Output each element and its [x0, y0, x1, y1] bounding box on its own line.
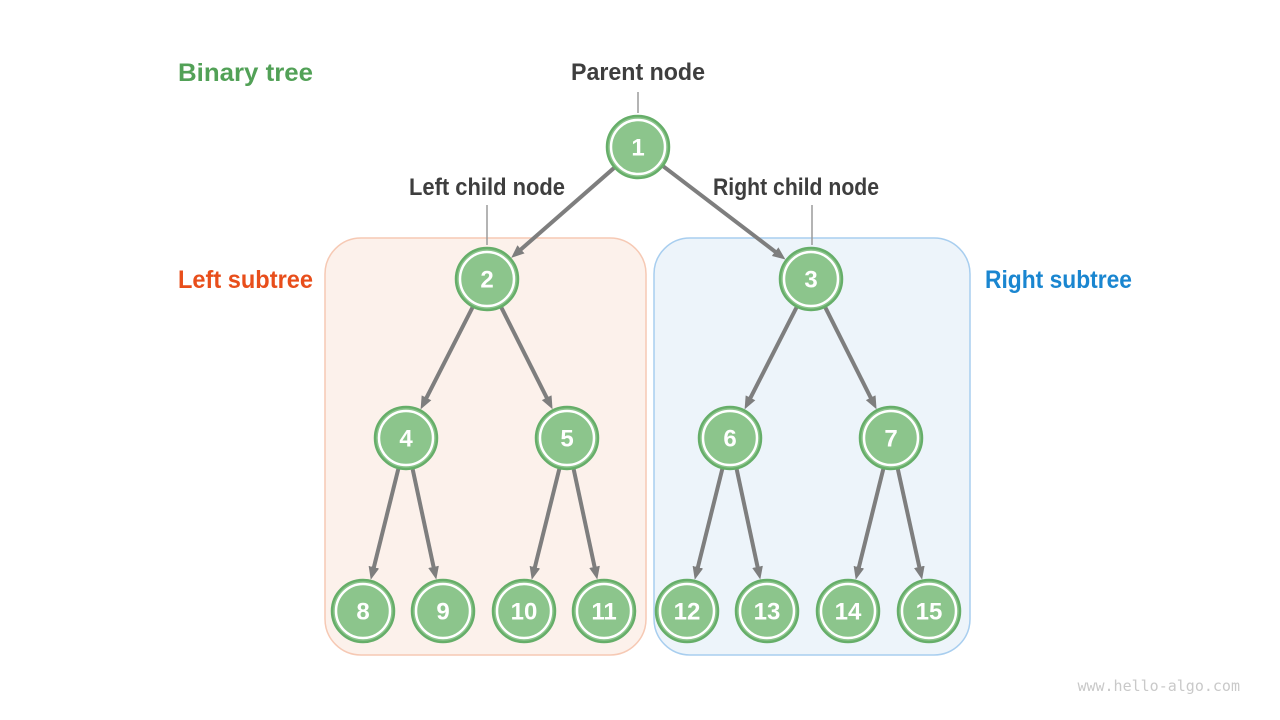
- edge-1-2: [511, 166, 616, 258]
- node-value: 12: [674, 599, 701, 626]
- node-ring: [609, 118, 667, 176]
- node-value: 5: [560, 426, 573, 453]
- node-circle: [410, 578, 476, 644]
- node-circle: [571, 578, 637, 644]
- edge-6-12: [692, 468, 725, 580]
- edge-5-11: [571, 468, 600, 580]
- left-subtree-box: [324, 237, 647, 656]
- tree-node-14: 14: [815, 578, 881, 644]
- tree-node-8: 8: [330, 578, 396, 644]
- node-ring: [575, 582, 633, 640]
- tree-node-6: 6: [697, 405, 763, 471]
- node-value: 4: [399, 426, 413, 453]
- tree-node-12: 12: [654, 578, 720, 644]
- edge-1-3: [662, 164, 786, 260]
- tree-node-11: 11: [571, 578, 637, 644]
- node-ring: [495, 582, 553, 640]
- node-circle: [896, 578, 962, 644]
- tree-node-13: 13: [734, 578, 800, 644]
- tree-node-2: 2: [454, 246, 520, 312]
- tree-node-5: 5: [534, 405, 600, 471]
- node-circle: [373, 405, 439, 471]
- watermark: www.hello-algo.com: [1077, 677, 1240, 695]
- binary-tree-title: Binary tree: [178, 59, 313, 87]
- edge-2-5: [499, 306, 553, 410]
- tree-node-1: 1: [605, 114, 671, 180]
- node-value: 1: [631, 135, 644, 162]
- node-circle: [454, 246, 520, 312]
- edge-4-9: [410, 468, 439, 580]
- node-value: 13: [754, 599, 781, 626]
- node-value: 10: [511, 599, 538, 626]
- node-ring: [538, 409, 596, 467]
- edge-3-6: [744, 306, 799, 410]
- node-circle: [734, 578, 800, 644]
- parent-node-label: Parent node: [571, 59, 705, 86]
- node-ring: [334, 582, 392, 640]
- node-ring: [782, 250, 840, 308]
- node-value: 9: [436, 599, 449, 626]
- node-circle: [491, 578, 557, 644]
- tree-node-15: 15: [896, 578, 962, 644]
- node-circle: [697, 405, 763, 471]
- label-pointers: [486, 92, 813, 245]
- edge-2-4: [420, 306, 475, 410]
- node-value: 3: [804, 267, 817, 294]
- tree-node-10: 10: [491, 578, 557, 644]
- node-ring: [658, 582, 716, 640]
- tree-node-7: 7: [858, 405, 924, 471]
- left-subtree-label: Left subtree: [178, 266, 313, 294]
- right-child-label: Right child node: [713, 174, 879, 201]
- edge-5-10: [529, 468, 562, 580]
- node-ring: [738, 582, 796, 640]
- node-ring: [414, 582, 472, 640]
- node-value: 8: [356, 599, 369, 626]
- edge-7-15: [895, 468, 925, 580]
- node-value: 15: [916, 599, 943, 626]
- node-ring: [862, 409, 920, 467]
- tree-node-3: 3: [778, 246, 844, 312]
- node-circle: [815, 578, 881, 644]
- node-value: 6: [723, 426, 736, 453]
- node-ring: [701, 409, 759, 467]
- node-circle: [858, 405, 924, 471]
- node-value: 2: [480, 267, 493, 294]
- node-ring: [819, 582, 877, 640]
- edge-6-13: [734, 468, 763, 580]
- node-value: 11: [591, 599, 616, 626]
- node-circle: [654, 578, 720, 644]
- node-ring: [900, 582, 958, 640]
- node-circle: [330, 578, 396, 644]
- subtree-boxes: [324, 237, 971, 656]
- edge-4-8: [368, 468, 401, 580]
- node-circle: [605, 114, 671, 180]
- node-circle: [534, 405, 600, 471]
- right-subtree-label: Right subtree: [985, 266, 1132, 294]
- node-ring: [377, 409, 435, 467]
- tree-edges: [368, 164, 925, 580]
- node-circle: [778, 246, 844, 312]
- node-ring: [458, 250, 516, 308]
- node-value: 7: [884, 426, 897, 453]
- tree-node-9: 9: [410, 578, 476, 644]
- left-child-label: Left child node: [409, 174, 565, 201]
- edge-7-14: [853, 468, 886, 580]
- tree-node-4: 4: [373, 405, 439, 471]
- node-value: 14: [835, 599, 862, 626]
- edge-3-7: [823, 306, 877, 410]
